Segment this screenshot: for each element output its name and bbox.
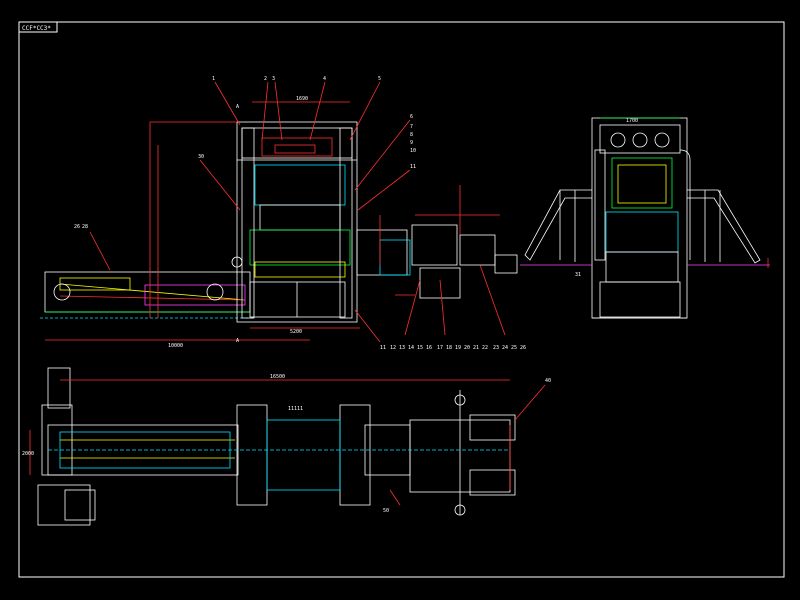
- callout-bottom-4: 14: [408, 345, 414, 351]
- title-block-text: CCF*CC3*: [22, 25, 51, 32]
- callout-right-4: 9: [410, 140, 413, 146]
- plan-view-labels: 16500 2000 11111 40 50: [22, 374, 551, 514]
- callout-bottom-11: 21: [473, 345, 479, 351]
- side-view: [520, 117, 770, 319]
- callout-right-3: 8: [410, 132, 413, 138]
- drawing-border: CCF*CC3*: [18, 21, 785, 578]
- callout-right-5: 10: [410, 148, 416, 154]
- callout-4: 4: [323, 76, 326, 82]
- plan-dim-total: 16500: [270, 374, 285, 380]
- front-view: [40, 81, 518, 343]
- callout-bottom-15: 25: [511, 345, 517, 351]
- callout-bottom-9: 19: [455, 345, 461, 351]
- section-mark-bottom: A: [236, 338, 239, 344]
- side-dim-label: 1700: [626, 118, 638, 124]
- callout-bottom-3: 13: [399, 345, 405, 351]
- plan-callout-right: 40: [545, 378, 551, 384]
- callout-bottom-12: 22: [482, 345, 488, 351]
- section-mark-top: A: [236, 104, 239, 110]
- plan-dim-height: 2000: [22, 451, 34, 457]
- side-callout: 31: [575, 272, 581, 278]
- callout-bottom-16: 26: [520, 345, 526, 351]
- plan-callout-bottom: 50: [383, 508, 389, 514]
- callout-bottom-14: 24: [502, 345, 508, 351]
- callout-bottom-10: 20: [464, 345, 470, 351]
- callouts-bottom-row: 11 12 13 14 15 16 17 18 19 20 21 22 23 2…: [380, 345, 526, 351]
- callout-bottom-5: 15: [417, 345, 423, 351]
- callout-bottom-1: 11: [380, 345, 386, 351]
- callout-bottom-13: 23: [493, 345, 499, 351]
- callout-right-1: 6: [410, 114, 413, 120]
- callout-left-1: 30: [198, 154, 204, 160]
- callout-2: 2: [264, 76, 267, 82]
- plan-center-label: 11111: [288, 406, 303, 412]
- callout-1: 1: [212, 76, 215, 82]
- front-dim-top: 1690: [296, 96, 308, 102]
- callout-5: 5: [378, 76, 381, 82]
- front-dim-total: 10000: [168, 343, 183, 349]
- plan-view: [29, 367, 546, 526]
- callout-bottom-6: 16: [426, 345, 432, 351]
- callout-left-2: 26: [74, 224, 80, 230]
- side-view-labels: 1700 31: [575, 118, 638, 278]
- callout-bottom-7: 17: [437, 345, 443, 351]
- front-dim-width: 5200: [290, 329, 302, 335]
- callout-right-6: 11: [410, 164, 416, 170]
- callout-right-2: 7: [410, 124, 413, 130]
- callout-bottom-2: 12: [390, 345, 396, 351]
- callout-left-3: 28: [82, 224, 88, 230]
- front-view-labels: 1690 5200 10000 A A 1 2 3 4 5 30 26 28 6…: [74, 76, 526, 351]
- callout-3: 3: [272, 76, 275, 82]
- callout-bottom-8: 18: [446, 345, 452, 351]
